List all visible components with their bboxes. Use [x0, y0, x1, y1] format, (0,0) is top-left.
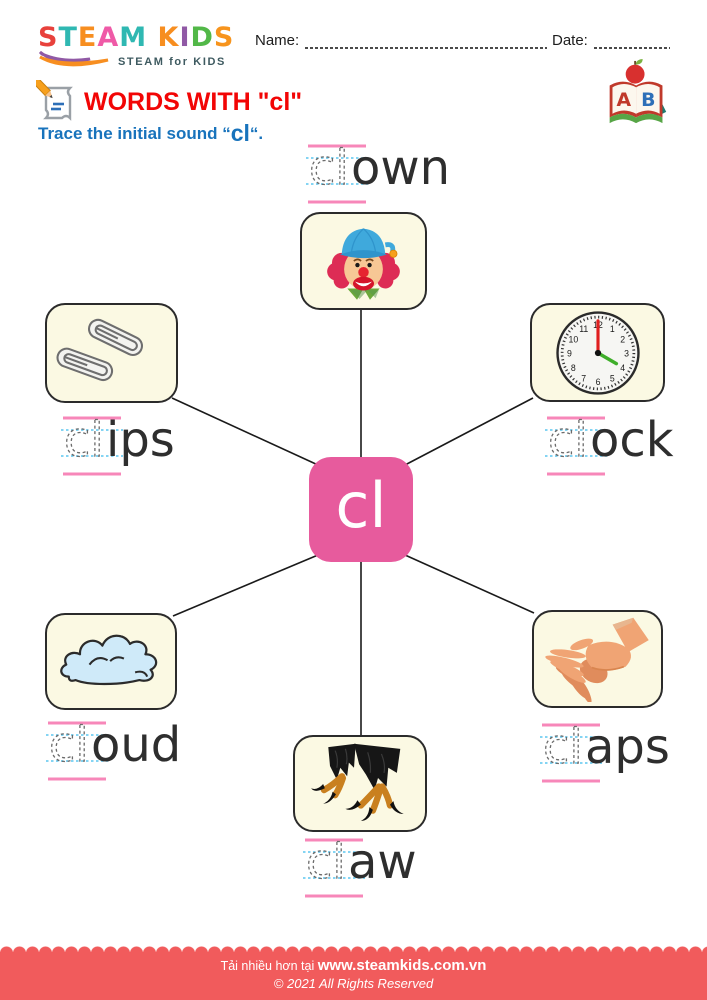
- trace-word-claps: cl aps: [540, 718, 670, 783]
- clock-number: 5: [609, 373, 614, 383]
- clock-number: 8: [570, 362, 575, 372]
- trace-letters: cl: [49, 717, 89, 773]
- card-claps: [532, 610, 663, 708]
- trace-letters: cl: [309, 140, 349, 196]
- center-label: cl: [335, 468, 387, 542]
- cloud-illustration: [60, 634, 158, 685]
- trace-word-clock: cl ock: [545, 411, 674, 476]
- logo-letter: T: [58, 22, 78, 53]
- logo-letter: M: [119, 22, 148, 53]
- logo-letter: A: [97, 22, 120, 53]
- abc-book-icon: A B: [604, 56, 670, 135]
- clown-illustration: [327, 228, 400, 300]
- page-title: WORDS WITH "cl": [84, 87, 303, 116]
- logo-tagline: STEAM for KIDS: [118, 56, 226, 68]
- svg-text:A: A: [617, 90, 632, 111]
- center-node-cl: cl: [309, 457, 413, 562]
- logo-letter: [147, 22, 157, 53]
- trace-letters: cl: [306, 834, 346, 890]
- card-claw: [293, 735, 427, 832]
- word-rest: aps: [585, 719, 670, 775]
- trace-word-clown: cl own: [306, 139, 450, 204]
- trace-word-claw: cl aw: [303, 833, 417, 898]
- logo-letter: K: [157, 22, 180, 53]
- footer-banner: Tải nhiều hơn tại www.steamkids.com.vn ©…: [0, 944, 707, 1000]
- date-field: Date:: [552, 32, 670, 49]
- clock-number: 4: [620, 362, 625, 372]
- note-pencil-icon: [36, 80, 73, 121]
- date-blank-line: [593, 36, 670, 49]
- footer-copyright: © 2021 All Rights Reserved: [273, 976, 434, 991]
- card-cloud: [45, 613, 177, 710]
- clock-number: 10: [568, 334, 578, 344]
- clock-number: 9: [567, 348, 572, 358]
- paper-clips-illustration: [55, 318, 143, 382]
- logo-swoosh-icon: [38, 50, 109, 67]
- footer-line1: Tải nhiều hơn tại www.steamkids.com.vn: [220, 957, 487, 974]
- clock-number: 2: [620, 334, 625, 344]
- word-rest: aw: [348, 834, 417, 890]
- trace-letters: cl: [543, 719, 583, 775]
- clock-number: 6: [595, 377, 600, 387]
- name-label: Name:: [255, 32, 300, 49]
- title-row: WORDS WITH "cl": [36, 80, 302, 124]
- steam-kids-logo: STEAM KIDS STEAM for KIDS: [38, 24, 234, 69]
- logo-letter: D: [190, 22, 214, 53]
- clock-illustration: 123456789101112: [555, 310, 640, 395]
- card-clock: 123456789101112: [530, 303, 665, 402]
- trace-letters: cl: [64, 412, 104, 468]
- clock-number: 3: [624, 348, 629, 358]
- clock-number: 1: [609, 324, 614, 334]
- clock-number: 7: [581, 373, 586, 383]
- trace-word-clips: cl ips: [61, 411, 175, 476]
- svg-text:B: B: [641, 90, 655, 111]
- word-rest: ips: [106, 412, 175, 468]
- footer-url: www.steamkids.com.vn: [317, 957, 487, 974]
- word-rest: ock: [590, 412, 674, 468]
- name-field: Name:: [255, 32, 548, 49]
- logo-wordmark: STEAM KIDS: [38, 24, 234, 52]
- trace-letters: cl: [548, 412, 588, 468]
- trace-word-cloud: cl oud: [46, 716, 181, 781]
- name-blank-line: [305, 36, 548, 49]
- word-rest: oud: [91, 717, 181, 773]
- word-rest: own: [351, 140, 450, 196]
- logo-letter: E: [77, 22, 98, 53]
- logo-letter: I: [179, 22, 191, 53]
- card-clown: [300, 212, 427, 310]
- clapping-hands-illustration: [544, 617, 649, 702]
- bird-claw-illustration: [311, 743, 404, 821]
- date-label: Date:: [552, 32, 588, 49]
- instructions: Trace the initial sound “cl“.: [38, 120, 264, 146]
- logo-letter: S: [213, 22, 235, 53]
- logo-letter: S: [38, 22, 59, 53]
- clock-number: 11: [579, 324, 588, 334]
- card-clips: [45, 303, 178, 403]
